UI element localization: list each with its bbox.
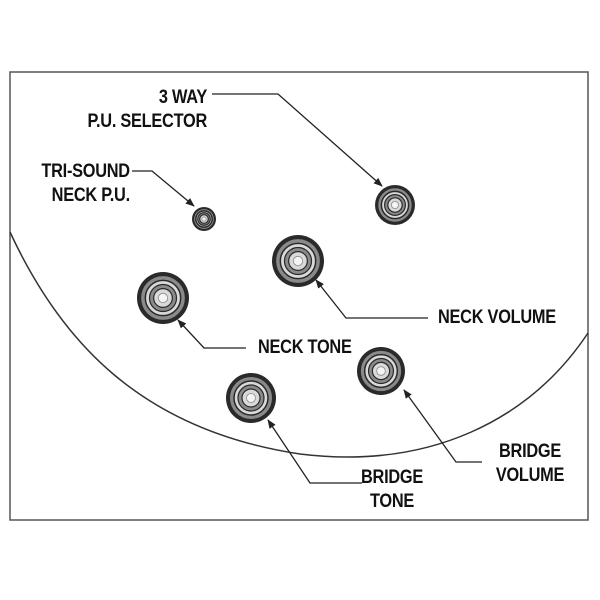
label-tri-sound-line1: TRI-SOUND	[41, 161, 131, 182]
leader-tri-sound	[132, 170, 195, 207]
bridge-tone-knob-icon	[226, 373, 276, 423]
label-bridge-tone: BRIDGE TONE	[349, 466, 435, 514]
knob-center	[376, 366, 386, 376]
label-bridge-tone-line1: BRIDGE	[360, 467, 424, 488]
knob-center	[292, 255, 304, 267]
label-neck-tone: NECK TONE	[258, 336, 352, 360]
label-bridge-tone-line2: TONE	[369, 491, 415, 512]
bridge-volume-knob-icon	[357, 347, 405, 395]
label-neck-volume: NECK VOLUME	[438, 306, 556, 330]
diagram-frame	[9, 71, 589, 521]
label-bridge-volume: BRIDGE VOLUME	[478, 440, 581, 488]
knob-center	[390, 200, 399, 209]
label-tri-sound-line2: NECK P.U.	[51, 185, 130, 206]
label-tri-sound: TRI-SOUND NECK P.U.	[41, 160, 131, 208]
knobs-group	[137, 185, 415, 423]
leader-selector	[212, 93, 383, 187]
label-selector-line2: P.U. SELECTOR	[87, 111, 207, 132]
label-neck-tone-line1: NECK TONE	[258, 337, 352, 358]
knob-center	[157, 292, 169, 304]
leader-bridge-volume	[403, 389, 482, 463]
selector-knob-icon	[375, 185, 415, 225]
tri-sound-switch-icon	[192, 207, 216, 231]
label-bridge-volume-line2: VOLUME	[495, 465, 565, 486]
leader-neck-volume	[315, 279, 428, 319]
label-selector-line1: 3 WAY	[158, 87, 207, 108]
guitar-body-outline	[9, 231, 589, 458]
leader-bridge-tone	[267, 419, 362, 484]
knob-center	[201, 216, 207, 222]
knob-center	[246, 393, 256, 403]
leader-neck-tone	[177, 319, 246, 349]
neck-tone-knob-icon	[137, 272, 189, 324]
label-selector: 3 WAY P.U. SELECTOR	[87, 86, 207, 134]
label-neck-volume-line1: NECK VOLUME	[438, 307, 556, 328]
neck-volume-knob-icon	[272, 235, 324, 287]
label-bridge-volume-line1: BRIDGE	[498, 441, 562, 462]
